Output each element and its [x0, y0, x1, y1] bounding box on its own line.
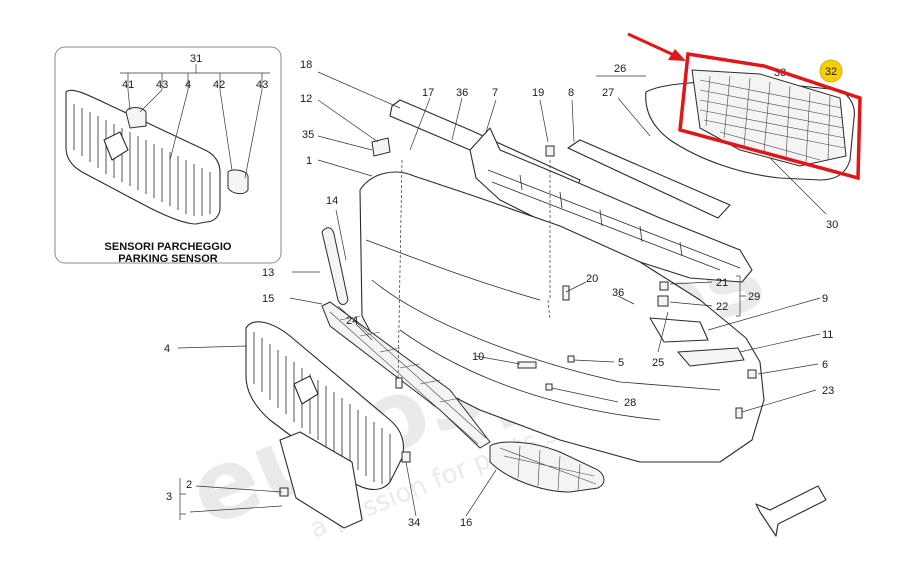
part-9-bracket — [649, 317, 709, 343]
label-27: 27 — [602, 87, 614, 99]
part-7-bumper-beam — [469, 127, 753, 283]
label-8: 8 — [568, 87, 574, 99]
label-43-right: 43 — [256, 79, 268, 91]
label-1: 1 — [306, 155, 312, 167]
red-pointer-arrow-icon — [627, 32, 686, 61]
inset-parking-sensor: 31 41 43 4 42 43 SENSORI PARCHEGGIO PARK… — [54, 46, 282, 265]
label-25: 25 — [652, 357, 664, 369]
label-34: 34 — [408, 517, 420, 529]
label-7: 7 — [492, 87, 498, 99]
label-23: 23 — [822, 385, 834, 397]
label-22: 22 — [716, 301, 728, 313]
label-5: 5 — [618, 357, 624, 369]
inset-caption-it: SENSORI PARCHEGGIO — [105, 241, 232, 253]
label-9: 9 — [822, 293, 828, 305]
label-12: 12 — [300, 93, 312, 105]
label-42: 42 — [213, 79, 225, 91]
label-24: 24 — [346, 315, 358, 327]
label-2: 2 — [186, 479, 192, 491]
part-16-lower-grille — [489, 441, 605, 493]
label-43-left: 43 — [156, 79, 168, 91]
label-31: 31 — [190, 53, 202, 65]
label-10: 10 — [472, 351, 484, 363]
label-11: 11 — [822, 329, 833, 341]
part-4-grille — [245, 321, 405, 491]
label-30: 30 — [826, 219, 838, 231]
label-3: 3 — [166, 491, 172, 503]
label-4-inset: 4 — [185, 79, 191, 91]
part-15-lower-mesh — [321, 301, 491, 449]
part-1-bumper-cover — [359, 171, 765, 463]
label-16: 16 — [460, 517, 472, 529]
part-3-plate-holder — [279, 431, 363, 529]
label-36-mid: 36 — [612, 287, 624, 299]
callout-labels: 18 12 35 1 17 36 7 19 8 26 27 33 14 13 1… — [164, 59, 838, 529]
label-19: 19 — [532, 87, 544, 99]
part-32-badge: 32 — [819, 59, 843, 83]
part-11-side-trim — [676, 347, 745, 367]
label-36-top: 36 — [456, 87, 468, 99]
fixings — [279, 137, 757, 497]
label-13: 13 — [262, 267, 274, 279]
highlight-box — [678, 51, 862, 181]
label-6: 6 — [822, 359, 828, 371]
part-8-absorber — [567, 139, 731, 219]
label-14: 14 — [326, 195, 338, 207]
inset-grille — [65, 89, 249, 225]
label-17: 17 — [422, 87, 434, 99]
inset-caption-en: PARKING SENSOR — [118, 253, 217, 265]
leader-lines — [177, 71, 827, 520]
label-35: 35 — [302, 129, 314, 141]
label-15: 15 — [262, 293, 274, 305]
label-21: 21 — [716, 277, 728, 289]
label-41: 41 — [122, 79, 134, 91]
label-4: 4 — [164, 343, 170, 355]
label-18: 18 — [300, 59, 312, 71]
label-26: 26 — [614, 63, 626, 75]
label-32: 32 — [825, 66, 837, 78]
label-29: 29 — [748, 291, 760, 303]
label-28: 28 — [624, 397, 636, 409]
front-direction-arrow-icon — [755, 485, 827, 537]
label-20: 20 — [586, 273, 598, 285]
part-13-plate — [321, 227, 349, 305]
